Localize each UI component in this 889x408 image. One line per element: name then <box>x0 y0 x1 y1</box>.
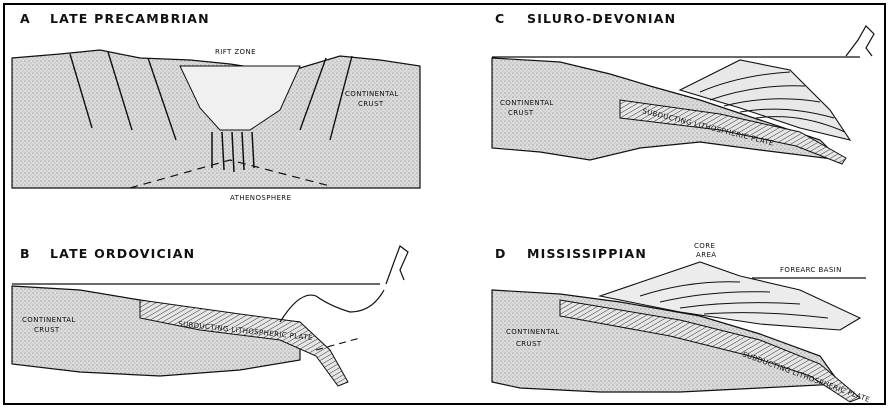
panel-a-rift-zone-label: RIFT ZONE <box>215 48 256 56</box>
panel-d-title: MISSISSIPPIAN <box>527 246 647 261</box>
panel-c-crust-label: CRUST <box>508 109 534 117</box>
panel-d-forearc-label: FOREARC BASIN <box>780 266 842 274</box>
panel-b-title: LATE ORDOVICIAN <box>50 246 195 261</box>
panel-a-athenosphere-label: ATHENOSPHERE <box>230 194 291 202</box>
panel-d-continental-label: CONTINENTAL <box>506 328 560 336</box>
panel-b-trench <box>280 290 384 322</box>
panel-b-letter: B <box>20 246 31 261</box>
panel-a-crust-label: CRUST <box>358 100 384 108</box>
panel-b-continental-label: CONTINENTAL <box>22 316 76 324</box>
panel-d-letter: D <box>495 246 507 261</box>
panel-c: C SILURO-DEVONIAN CONTINENTAL CRUST SUBD… <box>492 11 874 164</box>
panel-c-letter: C <box>495 11 505 26</box>
panel-a-title: LATE PRECAMBRIAN <box>50 11 210 26</box>
panel-c-continental-label: CONTINENTAL <box>500 99 554 107</box>
panel-b: B LATE ORDOVICIAN CONTINENTAL CRUST SUBD… <box>12 246 408 386</box>
panel-a-continental-label: CONTINENTAL <box>345 90 399 98</box>
panel-a: A LATE PRECAMBRIAN RIFT ZONE CONTINENTAL… <box>12 11 420 202</box>
panel-d: D MISSISSIPPIAN CORE AREA FOREARC BASIN … <box>492 242 871 404</box>
panel-c-island-volcano-icon <box>846 26 874 56</box>
panel-b-island-volcano-icon <box>386 246 408 284</box>
panel-b-crust-label: CRUST <box>34 326 60 334</box>
panel-d-area-label: AREA <box>696 251 716 259</box>
panel-a-letter: A <box>20 11 31 26</box>
panel-c-title: SILURO-DEVONIAN <box>527 11 676 26</box>
panel-d-core-label: CORE <box>694 242 715 250</box>
panel-d-crust-label: CRUST <box>516 340 542 348</box>
